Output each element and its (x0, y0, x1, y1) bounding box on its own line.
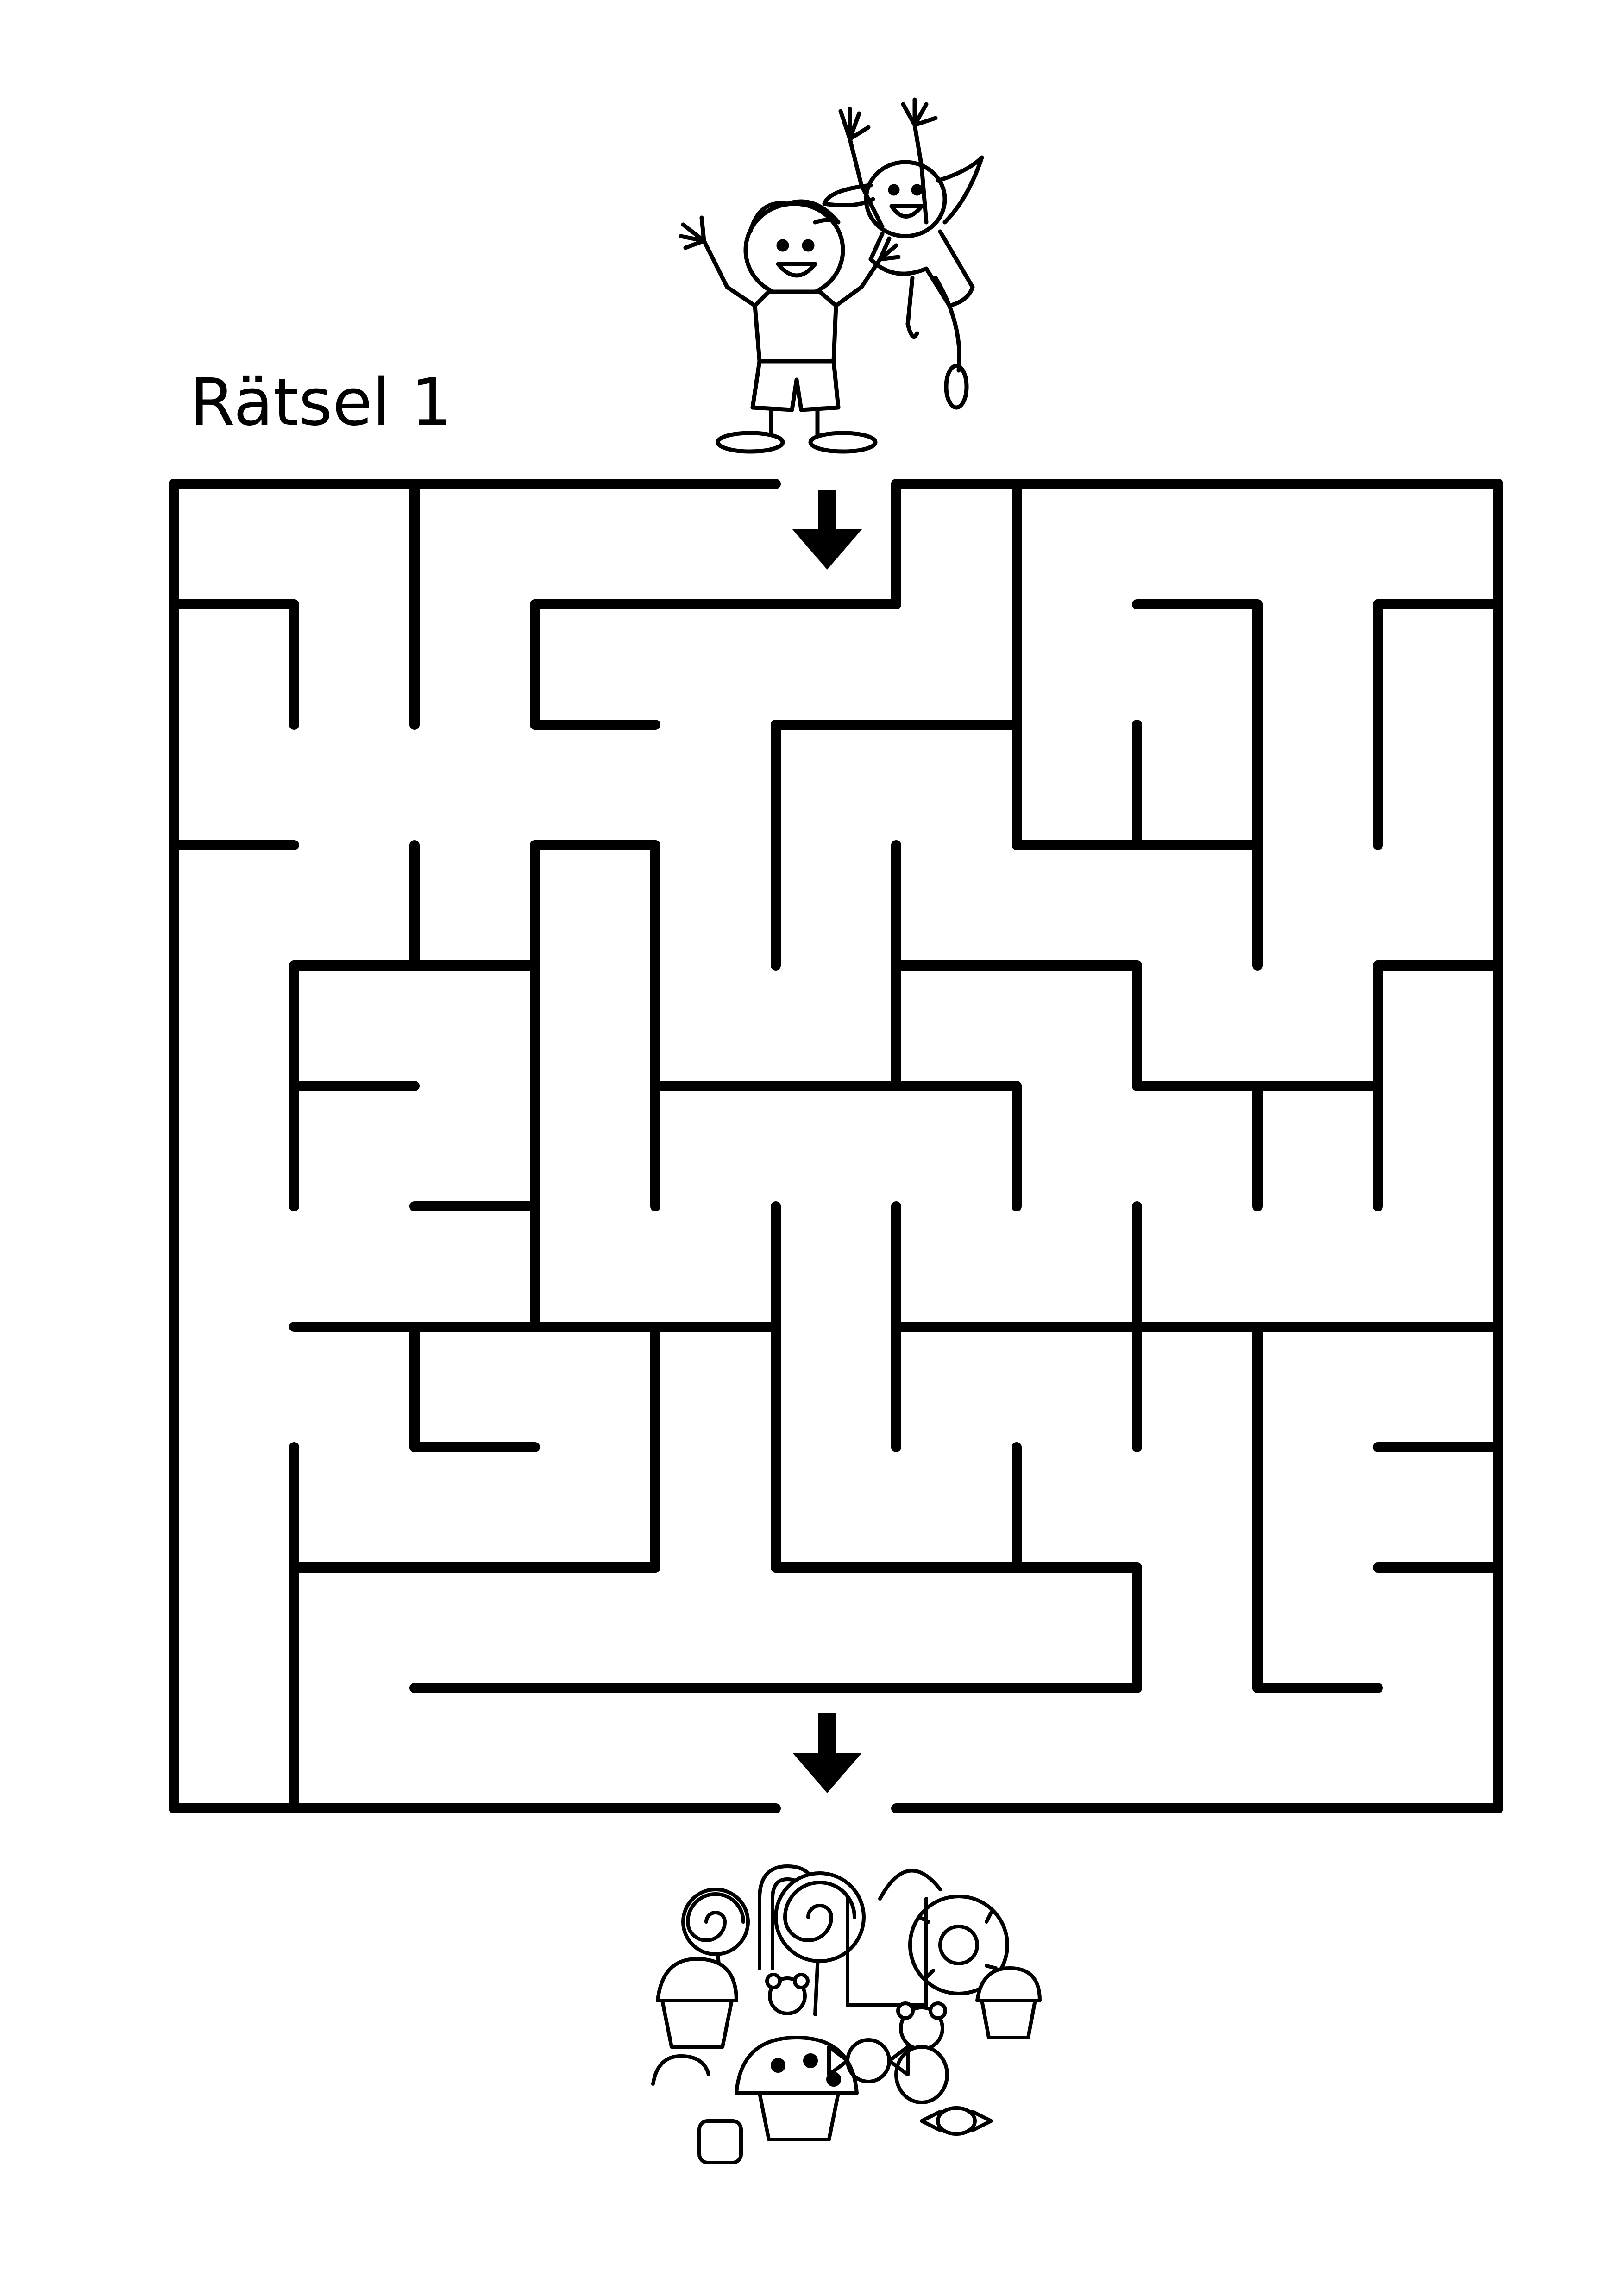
maze-walls (169, 479, 1503, 1813)
page-title: Rätsel 1 (190, 365, 452, 440)
entrance-arrow-icon (792, 490, 862, 570)
kids-illustration-icon (679, 97, 984, 454)
sweets-illustration-icon (651, 1864, 1042, 2164)
exit-arrow-icon (792, 1713, 862, 1793)
